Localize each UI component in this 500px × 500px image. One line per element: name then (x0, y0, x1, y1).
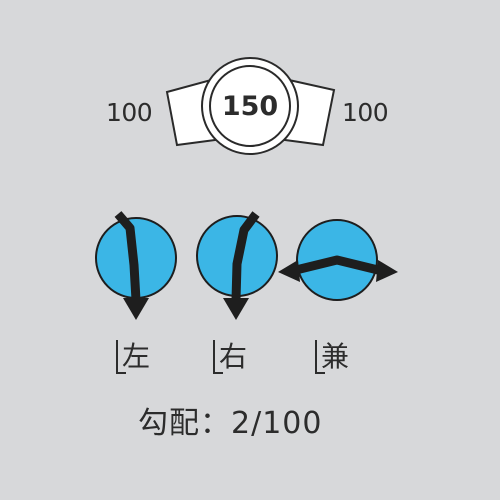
left-lane-width: 100 (106, 98, 153, 127)
center-lane-width: 150 (221, 91, 279, 122)
gradient-label: 勾配：2/100 (138, 406, 323, 441)
center-ring-inner (209, 65, 291, 147)
signal-label-right: 右 (213, 340, 251, 374)
both-directions-arrow-icon (278, 255, 398, 282)
signal-label-both: 兼 (315, 340, 353, 374)
turn-right-arrow-icon (223, 211, 260, 320)
right-lane-width: 100 (342, 98, 389, 127)
turn-left-arrow-icon (114, 211, 149, 320)
signal-label-left: 左 (116, 340, 154, 374)
